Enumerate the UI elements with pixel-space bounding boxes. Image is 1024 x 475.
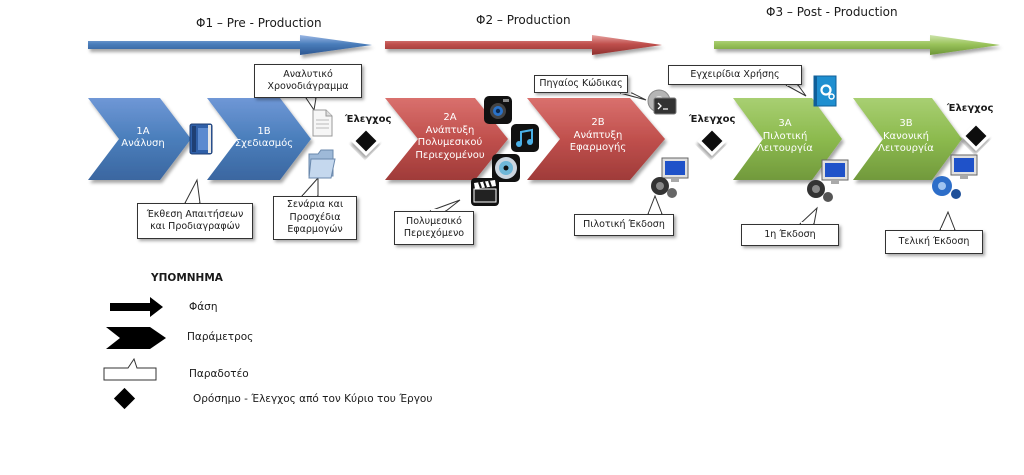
step-3B-code: 3Β — [899, 118, 913, 130]
deliverable-user-manuals: Εγχειρίδια Χρήσης — [668, 65, 802, 85]
folder-icon — [308, 149, 336, 179]
step-2A-name: Ανάπτυξη Πολυμεσικού Περιεχομένου — [415, 124, 485, 161]
pointer-d9 — [939, 210, 956, 231]
phase-2-title: Φ2 – Production — [476, 13, 571, 27]
pointer-d6 — [647, 194, 663, 215]
pointer-d8 — [798, 206, 818, 225]
legend-parameter-label: Παράμετρος — [187, 331, 254, 343]
step-3B-name: Κανονική Λειτουργία — [878, 130, 934, 155]
check-label-1: Έλεγχος — [345, 114, 392, 125]
chevron-2B — [527, 98, 665, 180]
legend-deliverable-box — [103, 357, 157, 381]
check-label-3: Έλεγχος — [947, 103, 994, 114]
legend-phase-label: Φάση — [189, 301, 218, 313]
computer-gear-icon — [932, 154, 978, 199]
terminal-gear-icon — [647, 89, 677, 115]
legend-title: ΥΠΟΜΝΗΜΑ — [151, 272, 223, 284]
phase-arrow-3 — [714, 35, 1000, 55]
deliverable-source-code: Πηγαίος Κώδικας — [534, 75, 628, 93]
legend-parameter-chevron — [106, 327, 166, 349]
pointer-d3 — [300, 176, 319, 197]
legend-milestone-diamond — [113, 387, 136, 410]
pointer-d1 — [184, 178, 201, 204]
phase-arrow-1 — [88, 35, 372, 55]
computer-gear-icon — [807, 159, 849, 202]
legend-milestone-label: Ορόσημο - Έλεγχος από τον Κύριο του Έργο… — [193, 393, 433, 405]
milestone-diamond-2 — [697, 126, 727, 156]
clapperboard-icon — [471, 178, 499, 206]
chevron-1B — [207, 98, 311, 180]
computer-gear-icon — [651, 157, 689, 198]
chevron-2A — [385, 98, 508, 180]
step-1A-name: Ανάλυση — [121, 138, 165, 149]
legend-deliverable-label: Παραδοτέο — [189, 368, 249, 380]
deliverable-scenarios-drafts: Σενάρια και Προσχέδια Εφαρμογών — [273, 196, 357, 240]
deliverable-pilot-version: Πιλοτική Έκδοση — [574, 214, 674, 236]
music-icon — [511, 124, 539, 152]
chevron-1A — [88, 98, 191, 180]
phase-1-title: Φ1 – Pre - Production — [196, 16, 322, 30]
milestone-diamond-1 — [351, 126, 381, 156]
step-1A-code: 1Α — [136, 125, 150, 137]
document-icon — [312, 109, 333, 137]
deliverable-detailed-schedule: Αναλυτικό Χρονοδιάγραμμα — [254, 64, 362, 98]
phase-arrow-2 — [385, 35, 662, 55]
step-2B-name: Ανάπτυξη Εφαρμογής — [569, 129, 627, 154]
step-1B-code: 1Β — [257, 125, 271, 137]
pointer-d7 — [785, 84, 807, 97]
pointer-d2 — [305, 97, 317, 112]
disc-icon — [492, 154, 520, 182]
chevron-3A — [733, 98, 842, 180]
chevron-3B — [853, 98, 962, 180]
step-1B-name: Σχεδιασμός — [234, 138, 294, 149]
phase-3-title: Φ3 – Post - Production — [766, 5, 898, 19]
check-label-2: Έλεγχος — [689, 114, 736, 125]
step-3A-name: Πιλοτική Λειτουργία — [757, 130, 813, 155]
legend-phase-arrow — [110, 297, 163, 317]
manual-icon — [813, 75, 837, 107]
book-icon — [189, 123, 213, 155]
milestone-diamond-3 — [961, 121, 991, 151]
step-2B-code: 2Β — [591, 117, 605, 129]
step-3A-code: 3Α — [778, 118, 792, 130]
step-2A-code: 2Α — [443, 112, 457, 123]
deliverable-requirements-report: Έκθεση Απαιτήσεων και Προδιαγραφών — [137, 203, 253, 239]
deliverable-multimedia-content: Πολυμεσικό Περιεχόμενο — [394, 211, 474, 245]
camera-icon — [484, 96, 512, 124]
deliverable-first-version: 1η Έκδοση — [741, 224, 839, 246]
deliverable-final-version: Τελική Έκδοση — [885, 230, 983, 254]
